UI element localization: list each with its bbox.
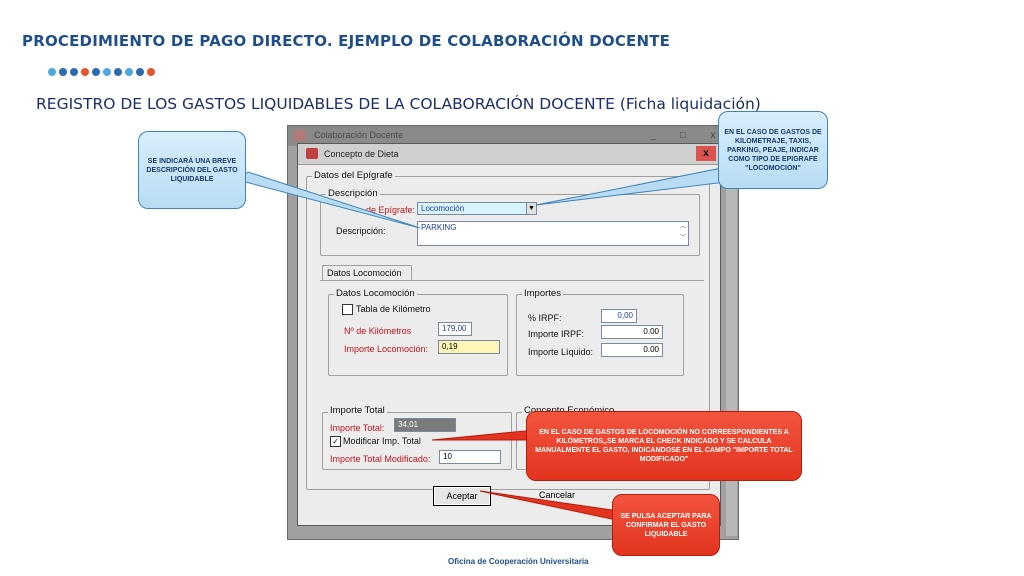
importe-total-input: 34,01 bbox=[394, 418, 456, 432]
textarea-scroll-arrows[interactable]: ︿﹀ bbox=[679, 224, 686, 241]
num-km-input[interactable]: 179,00 bbox=[438, 322, 472, 336]
descripcion-textarea[interactable]: PARKING bbox=[417, 221, 689, 246]
chevron-down-icon[interactable]: ▼ bbox=[526, 202, 537, 215]
tab-label: Datos Locomoción bbox=[327, 268, 402, 278]
descripcion-label: Descripción: bbox=[336, 226, 386, 236]
vertical-scrollbar[interactable] bbox=[726, 146, 737, 536]
minimize-button[interactable]: _ bbox=[650, 130, 656, 141]
importe-loc-input[interactable]: 0,19 bbox=[438, 340, 500, 354]
irpf-label: % IRPF: bbox=[528, 313, 562, 323]
descripcion-group bbox=[320, 194, 700, 256]
importe-liquido-input[interactable]: 0.00 bbox=[601, 343, 663, 357]
slide-subtitle: REGISTRO DE LOS GASTOS LIQUIDABLES DE LA… bbox=[36, 95, 761, 113]
decorative-dot bbox=[81, 68, 89, 76]
num-km-label: Nº de Kilómetros bbox=[344, 326, 412, 336]
slide-title: PROCEDIMIENTO DE PAGO DIRECTO. EJEMPLO D… bbox=[22, 32, 671, 50]
tipo-pointer bbox=[535, 167, 727, 206]
importe-total-value: 34,01 bbox=[398, 420, 419, 429]
datos-epigrafe-label: Datos del Epígrafe bbox=[312, 170, 395, 181]
descripcion-pointer bbox=[236, 171, 421, 229]
callout-modificar: EN EL CASO DE GASTOS DE LOCOMOCIÓN NO CO… bbox=[526, 411, 802, 481]
datos-epigrafe-group bbox=[306, 176, 710, 490]
descripcion-group-label: Descripción bbox=[326, 188, 380, 199]
decorative-dot bbox=[59, 68, 67, 76]
importe-liquido-value: 0.00 bbox=[643, 345, 659, 354]
num-km-value: 179,00 bbox=[442, 324, 467, 333]
tab-datos-locomocion[interactable]: Datos Locomoción bbox=[322, 265, 412, 280]
decorative-dot bbox=[136, 68, 144, 76]
importe-irpf-value: 0.00 bbox=[643, 327, 659, 336]
importe-loc-label: Importe Locomoción: bbox=[344, 344, 429, 354]
importe-loc-value: 0,19 bbox=[442, 342, 458, 351]
importes-group-label: Importes bbox=[522, 288, 563, 299]
datos-locomocion-group bbox=[328, 294, 508, 376]
maximize-button[interactable]: □ bbox=[679, 130, 687, 141]
modificar-label: Modificar Imp. Total bbox=[343, 436, 421, 446]
decorative-dot bbox=[103, 68, 111, 76]
app-icon bbox=[294, 130, 306, 141]
parent-window-title: Colaboración Docente bbox=[314, 130, 404, 140]
irpf-input[interactable]: 0,00 bbox=[601, 309, 637, 323]
tipo-epigrafe-value: Locomoción bbox=[421, 204, 465, 213]
descripcion-value: PARKING bbox=[421, 223, 457, 232]
dialog-app-icon bbox=[306, 148, 318, 159]
datos-locomocion-group-label: Datos Locomoción bbox=[334, 288, 417, 299]
parent-close-button[interactable]: x bbox=[710, 130, 716, 141]
tab-divider bbox=[320, 280, 704, 281]
tabla-km-checkbox[interactable] bbox=[342, 304, 353, 315]
dialog-titlebar[interactable]: Concepto de Dieta x bbox=[298, 144, 720, 165]
footer-text: Oficina de Cooperación Universitaria bbox=[448, 557, 589, 566]
concepto-economico-group-label: Concepto Económico bbox=[522, 405, 617, 416]
importe-modificado-value: 10 bbox=[443, 452, 452, 461]
dialog-close-button[interactable]: x bbox=[696, 146, 716, 161]
decorative-dot bbox=[147, 68, 155, 76]
aceptar-pointer bbox=[479, 490, 617, 521]
decorative-dot bbox=[48, 68, 56, 76]
importe-total-group-label: Importe Total bbox=[328, 405, 387, 416]
tipo-epigrafe-label: de Epígrafe: bbox=[366, 205, 416, 215]
importes-group bbox=[516, 294, 684, 376]
dialog-title: Concepto de Dieta bbox=[324, 149, 399, 159]
aceptar-button[interactable]: Aceptar bbox=[433, 486, 491, 506]
decorative-dot bbox=[114, 68, 122, 76]
decorative-dots bbox=[48, 68, 155, 76]
callout-aceptar: SE PULSA ACEPTAR PARA CONFIRMAR EL GASTO… bbox=[612, 494, 720, 556]
importe-total-label: Importe Total: bbox=[330, 423, 385, 433]
tabla-km-label: Tabla de Kilómetro bbox=[356, 304, 431, 314]
importe-liquido-label: Importe Líquido: bbox=[528, 347, 594, 357]
decorative-dot bbox=[125, 68, 133, 76]
cancelar-button[interactable]: Cancelar bbox=[538, 490, 576, 500]
decorative-dot bbox=[92, 68, 100, 76]
callout-descripcion: SE INDICARÁ UNA BREVE DESCRIPCIÓN DEL GA… bbox=[138, 131, 246, 209]
irpf-value: 0,00 bbox=[617, 311, 633, 320]
importe-modificado-label: Importe Total Modificado: bbox=[330, 454, 431, 464]
callout-tipo-epigrafe: EN EL CASO DE GASTOS DE KILOMETRAJE, TAX… bbox=[718, 111, 828, 189]
importe-irpf-label: Importe IRPF: bbox=[528, 329, 585, 339]
modificar-checkbox[interactable]: ✓ bbox=[330, 436, 341, 447]
importe-irpf-input[interactable]: 0.00 bbox=[601, 325, 663, 339]
decorative-dot bbox=[70, 68, 78, 76]
importe-modificado-input[interactable]: 10 bbox=[439, 450, 501, 464]
importe-total-group bbox=[322, 412, 512, 470]
parent-window-titlebar[interactable]: Colaboración Docente _ □ x bbox=[288, 126, 738, 146]
